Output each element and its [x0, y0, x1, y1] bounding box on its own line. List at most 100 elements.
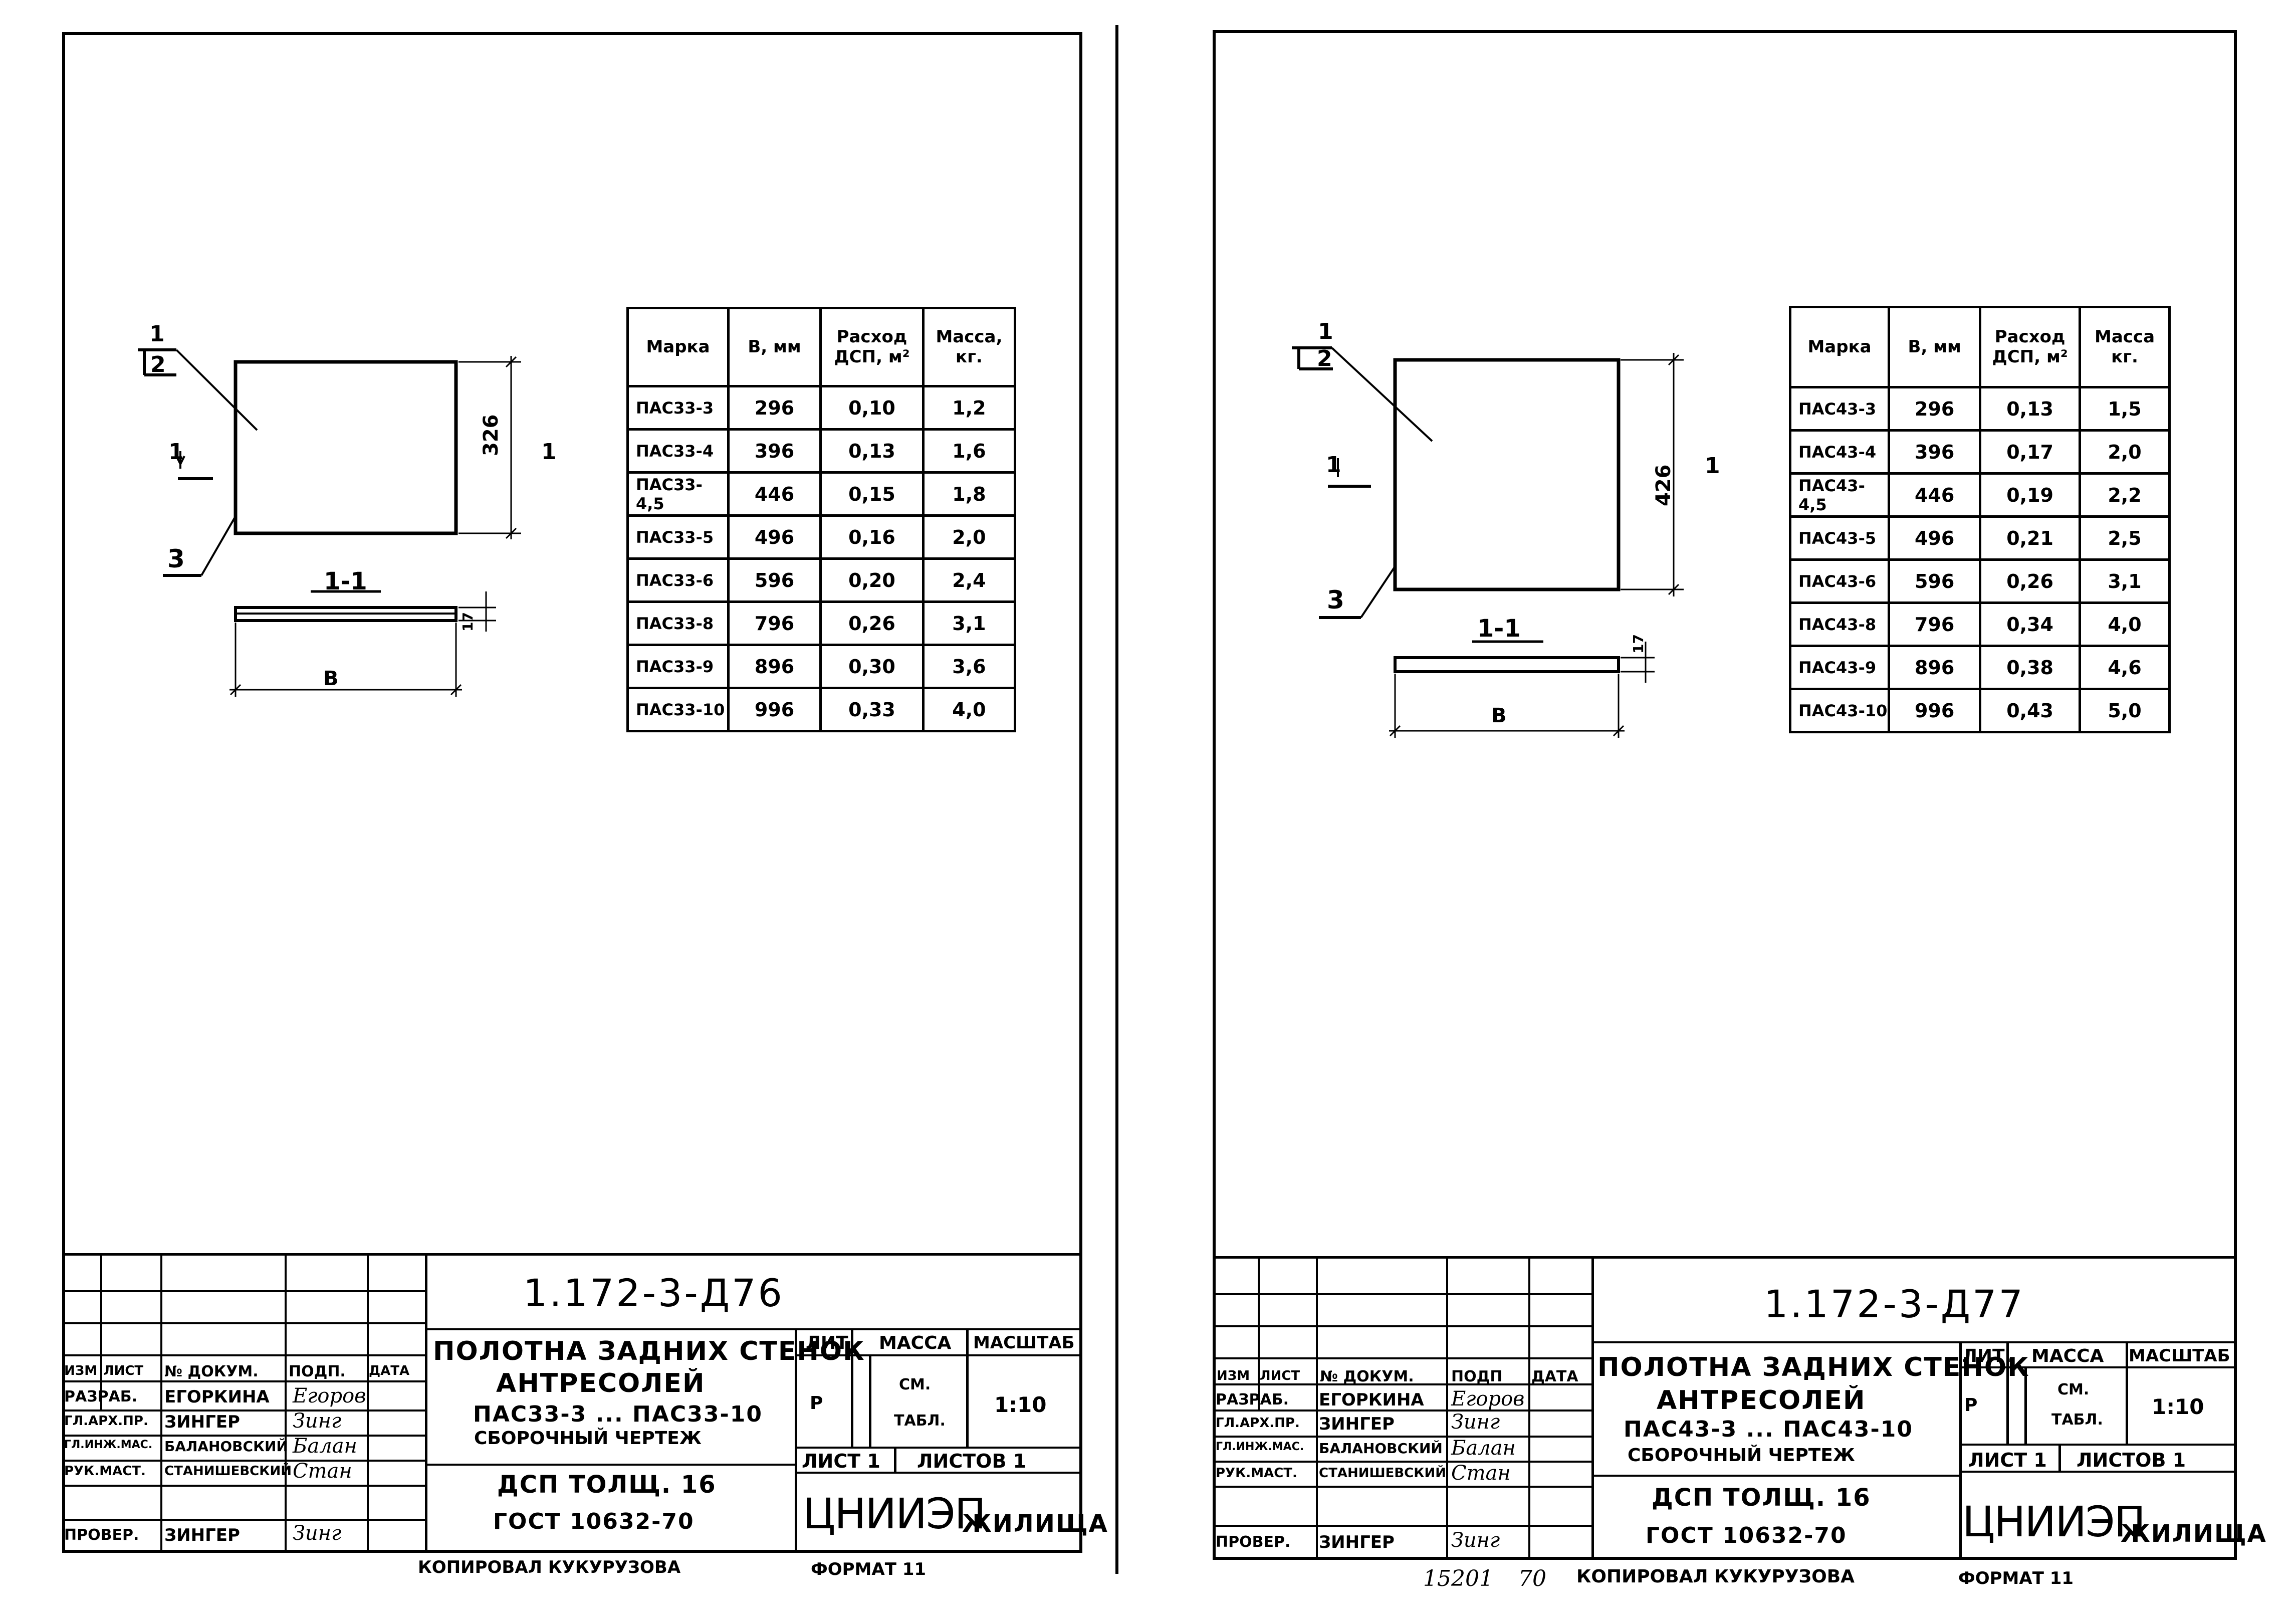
name-workshop-head: СТАНИШЕВСКИЙ: [1319, 1466, 1447, 1481]
width-dimension: B: [1491, 704, 1507, 727]
organization-logo: ЦНИИЭП: [1962, 1497, 2146, 1546]
title-line-1: ПОЛОТНА ЗАДНИХ СТЕНОК: [433, 1336, 865, 1366]
sheet-separator: [1115, 25, 1118, 1574]
role-developer: РАЗРАБ.: [1216, 1391, 1289, 1408]
cell-consumption: 0,15: [819, 471, 925, 517]
item-label-1: 1: [149, 321, 165, 347]
title-line-2: АНТРЕСОЛЕЙ: [496, 1368, 706, 1398]
document-code: 1.172-3-Д76: [523, 1271, 784, 1315]
signature-workshop-head: Стан: [293, 1460, 352, 1483]
cell-mass: 5,0: [2079, 688, 2171, 733]
footer-format: ФОРМАТ 11: [811, 1559, 927, 1579]
mass-label: МАССА: [879, 1333, 952, 1353]
col-header-mark: Марка: [626, 307, 730, 387]
signature-developer: Егоров: [1451, 1387, 1525, 1411]
footer-copied-by: КОПИРОВАЛ КУКУРУЗОВА: [1576, 1566, 1855, 1587]
title-block-d76: 1.172-3-Д76 ПОЛОТНА ЗАДНИХ СТЕНОК АНТРЕС…: [62, 1253, 1107, 1553]
signature-chief-architect: Зинг: [1451, 1411, 1500, 1434]
footer-format: ФОРМАТ 11: [1958, 1568, 2074, 1588]
cell-mass: 2,2: [2079, 472, 2171, 518]
cell-mass: 2,0: [2079, 429, 2171, 475]
cell-consumption: 0,17: [1979, 429, 2082, 475]
cell-width: 596: [727, 557, 822, 603]
width-dimension: B: [323, 667, 339, 690]
cell-consumption: 0,19: [1979, 472, 2082, 518]
name-developer: ЕГОРКИНА: [1319, 1390, 1424, 1410]
panel-detail-drawing-d76: [138, 348, 521, 697]
section-mark-left: 1: [168, 439, 184, 465]
col-header-consumption: Расход ДСП, м²: [819, 307, 925, 387]
scale-label: МАСШТАБ: [2129, 1346, 2230, 1366]
cell-width: 796: [727, 600, 822, 646]
cell-mark: ПАС33-5: [626, 514, 730, 560]
cell-consumption: 0,34: [1979, 601, 2082, 647]
cell-width: 896: [1888, 645, 1982, 690]
col-header-document: № ДОКУМ.: [164, 1363, 259, 1380]
signature-chief-engineer: Балан: [293, 1435, 357, 1458]
section-title: 1-1: [324, 567, 367, 595]
cell-width: 396: [727, 428, 822, 474]
sheets-total: ЛИСТОВ 1: [2077, 1449, 2186, 1471]
name-chief-architect: ЗИНГЕР: [164, 1412, 240, 1432]
title-line-4: СБОРОЧНЫЙ ЧЕРТЕЖ: [474, 1428, 702, 1449]
col-header-signature: ПОДП: [1451, 1368, 1503, 1385]
title-line-3: ПАС33-3 ... ПАС33-10: [473, 1401, 763, 1427]
scale-value: 1:10: [2152, 1394, 2204, 1419]
col-header-change: ИЗМ: [64, 1363, 98, 1378]
cell-mass: 1,8: [922, 471, 1017, 517]
mass-value-1: СМ.: [899, 1376, 931, 1393]
cell-mark: ПАС33-3: [626, 385, 730, 431]
sheet-frame-d77: [1213, 30, 2237, 1560]
material-line-2: ГОСТ 10632-70: [1646, 1523, 1847, 1548]
cell-mark: ПАС43-6: [1788, 558, 1891, 604]
signature-workshop-head: Стан: [1451, 1462, 1511, 1485]
cell-width: 446: [1888, 472, 1982, 518]
title-block-d77: 1.172-3-Д77 ПОЛОТНА ЗАДНИХ СТЕНОК АНТРЕС…: [1213, 1256, 2266, 1560]
cell-mark: ПАС33-9: [626, 644, 730, 689]
cell-consumption: 0,26: [819, 600, 925, 646]
cell-mark: ПАС43-4: [1788, 429, 1891, 475]
role-chief-engineer: ГЛ.ИНЖ.МАС.: [64, 1439, 153, 1451]
cell-consumption: 0,10: [819, 385, 925, 431]
cell-mark: ПАС33-4,5: [626, 471, 730, 517]
col-header-change: ИЗМ: [1217, 1368, 1250, 1383]
cell-consumption: 0,16: [819, 514, 925, 560]
sheet-number: ЛИСТ 1: [802, 1450, 880, 1472]
cell-mass: 3,1: [922, 600, 1017, 646]
spec-table-d77: Марка B, мм Расход ДСП, м² Масса кг. ПАС…: [1788, 306, 2171, 733]
cell-mass: 4,0: [2079, 601, 2171, 647]
cell-mass: 4,0: [922, 687, 1017, 732]
cell-consumption: 0,38: [1979, 645, 2082, 690]
mass-value-1: СМ.: [2057, 1381, 2090, 1398]
col-header-signature: ПОДП.: [289, 1363, 346, 1380]
col-header-width: B, мм: [1888, 306, 1982, 388]
cell-mass: 2,0: [922, 514, 1017, 560]
title-line-2: АНТРЕСОЛЕЙ: [1657, 1385, 1866, 1416]
organization-suffix: ЖИЛИЩА: [2121, 1520, 2267, 1548]
title-line-3: ПАС43-3 ... ПАС43-10: [1624, 1417, 1913, 1442]
scale-value: 1:10: [994, 1392, 1047, 1417]
panel-detail-drawing-d77: [1292, 346, 1684, 738]
cell-consumption: 0,43: [1979, 688, 2082, 733]
role-workshop-head: РУК.МАСТ.: [1216, 1466, 1297, 1481]
section-mark-left: 1: [1326, 452, 1341, 478]
thickness-dimension: 17: [1630, 634, 1647, 654]
signature-chief-architect: Зинг: [293, 1409, 342, 1433]
cell-mark: ПАС33-4: [626, 428, 730, 474]
name-chief-engineer: БАЛАНОВСКИЙ: [1319, 1440, 1443, 1457]
lit-value: Р: [810, 1393, 823, 1414]
section-title: 1-1: [1477, 615, 1521, 643]
cell-consumption: 0,21: [1979, 515, 2082, 561]
spec-table-d76: Марка B, мм Расход ДСП, м² Масса, кг. ПА…: [626, 307, 1017, 732]
mass-value-2: ТАБЛ.: [894, 1412, 946, 1430]
cell-width: 496: [1888, 515, 1982, 561]
cell-mark: ПАС43-4,5: [1788, 472, 1891, 518]
